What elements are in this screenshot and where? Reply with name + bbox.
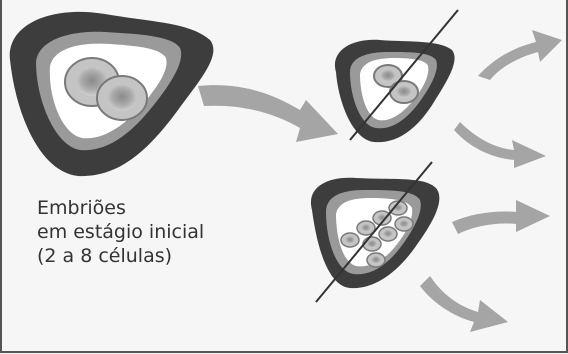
cut-line-bottom	[315, 161, 433, 303]
embryo-large-cells	[64, 57, 148, 121]
embryo-large	[9, 11, 214, 177]
cell-nucleus	[399, 220, 409, 228]
cell-nucleus	[371, 256, 381, 264]
cell-nucleus	[107, 85, 137, 111]
cell-nucleus	[367, 240, 377, 248]
arrow-top-lower	[454, 122, 546, 168]
cut-line-top	[349, 9, 459, 141]
cell-nucleus	[380, 70, 396, 82]
embryo-bottom-cells	[340, 200, 414, 268]
embryo-split-top	[334, 39, 455, 143]
caption: Embriões em estágio inicial (2 a 8 célul…	[37, 196, 204, 268]
arrow-bottom-upper	[452, 200, 550, 234]
cell-nucleus	[396, 86, 412, 98]
caption-line-3: (2 a 8 células)	[37, 245, 173, 267]
arrow-bottom-lower	[420, 276, 508, 332]
caption-line-2: em estágio inicial	[37, 221, 205, 243]
caption-line-1: Embriões	[37, 197, 126, 219]
cell-nucleus	[345, 236, 355, 244]
arrow-top-upper	[478, 30, 562, 80]
arrow-to-split-top	[198, 85, 338, 142]
cell-nucleus	[361, 224, 371, 232]
embryo-split-bottom	[310, 177, 440, 289]
cell-nucleus	[383, 230, 393, 238]
